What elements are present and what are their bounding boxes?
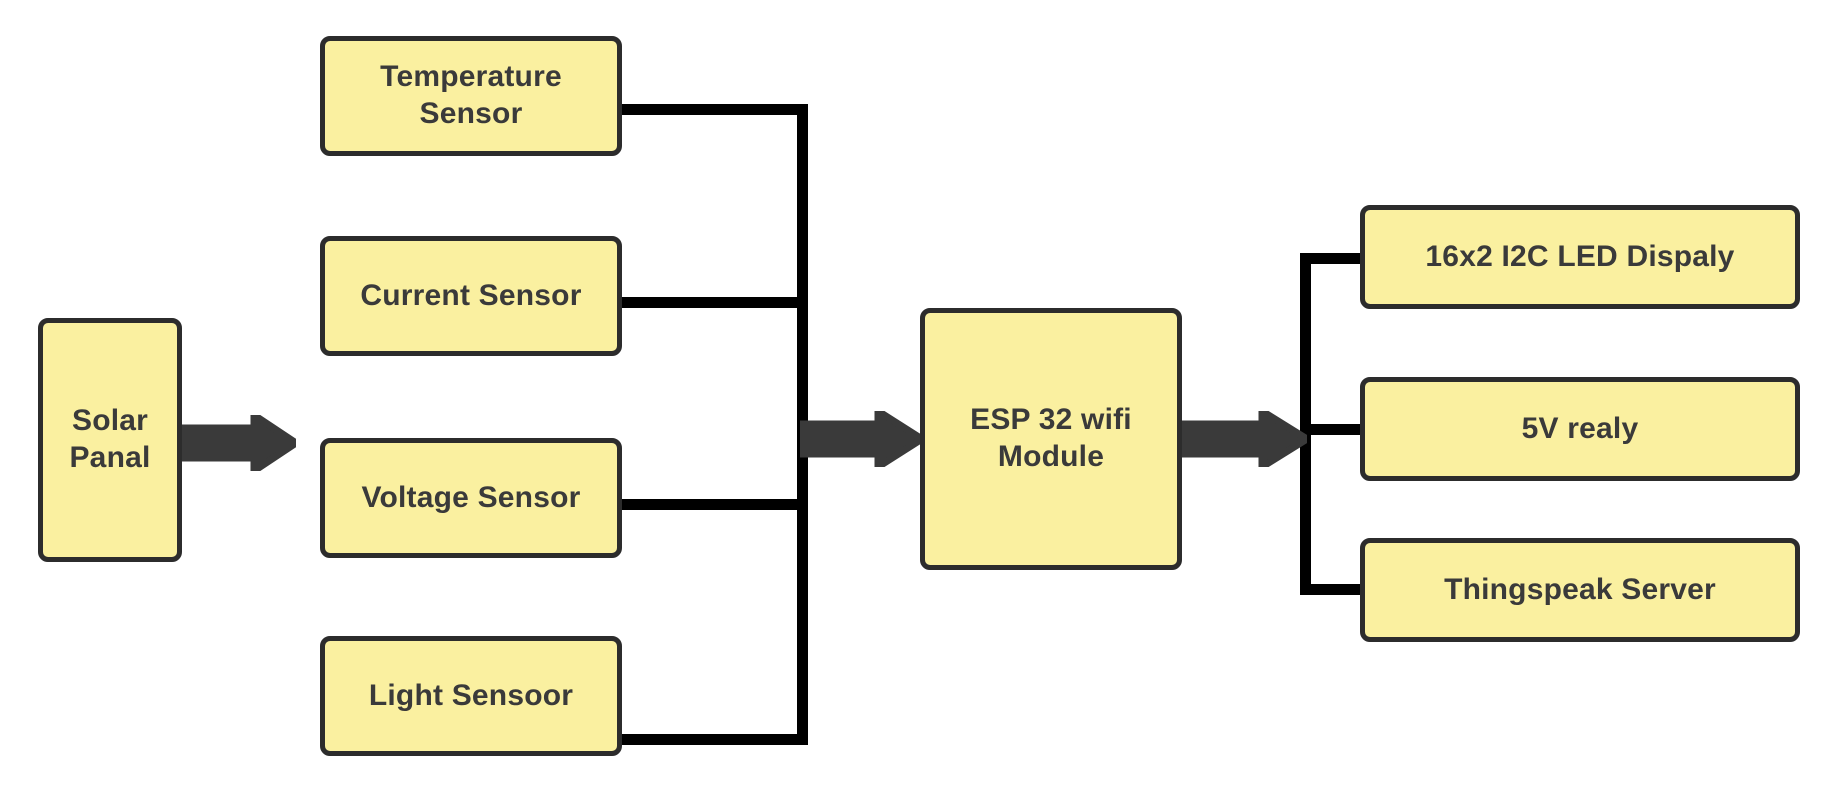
node-temperature-sensor-label: Temperature Sensor xyxy=(380,60,562,130)
node-esp32-wifi-module-label: ESP 32 wifi Module xyxy=(970,403,1132,473)
arrow-sensor-bus-to-esp32 xyxy=(800,411,922,467)
output-branch-thingspeak xyxy=(1300,584,1370,595)
node-esp32-wifi-module[interactable]: ESP 32 wifi Module xyxy=(920,308,1182,570)
node-lcd-display[interactable]: 16x2 I2C LED Dispaly xyxy=(1360,205,1800,309)
output-branch-relay xyxy=(1300,424,1370,435)
output-branch-display xyxy=(1300,253,1370,264)
node-voltage-sensor-label: Voltage Sensor xyxy=(361,480,581,514)
node-thingspeak-server[interactable]: Thingspeak Server xyxy=(1360,538,1800,642)
node-relay-label: 5V realy xyxy=(1521,411,1639,445)
node-thingspeak-server-label: Thingspeak Server xyxy=(1444,572,1716,606)
node-light-sensor[interactable]: Light Sensoor xyxy=(320,636,622,756)
node-voltage-sensor[interactable]: Voltage Sensor xyxy=(320,438,622,558)
node-relay[interactable]: 5V realy xyxy=(1360,377,1800,481)
sensor-branch-current xyxy=(600,297,805,308)
sensor-branch-voltage xyxy=(600,499,805,510)
node-solar-panel[interactable]: Solar Panal xyxy=(38,318,182,562)
node-current-sensor[interactable]: Current Sensor xyxy=(320,236,622,356)
node-light-sensor-label: Light Sensoor xyxy=(368,678,574,712)
node-lcd-display-label: 16x2 I2C LED Dispaly xyxy=(1425,239,1735,273)
sensor-branch-light xyxy=(600,734,805,745)
node-temperature-sensor[interactable]: Temperature Sensor xyxy=(320,36,622,156)
arrow-esp32-to-output-bus xyxy=(1182,411,1307,467)
arrow-solar-to-sensor-bus xyxy=(182,415,296,471)
node-solar-panel-label: Solar Panal xyxy=(69,404,151,474)
sensor-branch-temperature xyxy=(600,104,805,115)
node-current-sensor-label: Current Sensor xyxy=(360,278,582,312)
